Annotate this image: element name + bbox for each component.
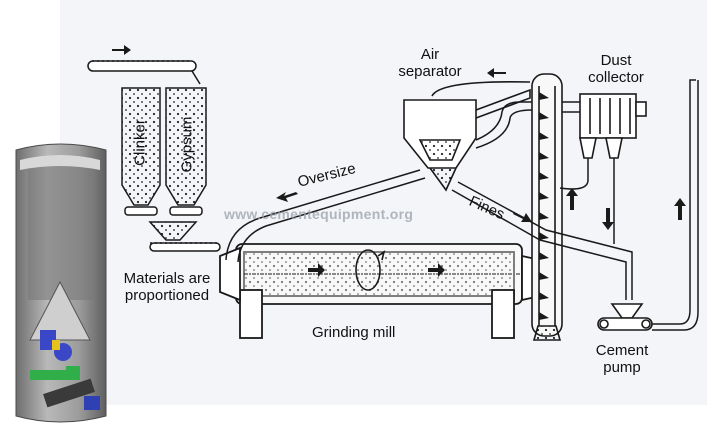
elevator-buckets [539, 92, 549, 320]
elevator-bucket [539, 232, 549, 240]
proportioning-feeders [124, 206, 221, 252]
air-separator-line1: Air [420, 46, 440, 63]
cement-pump-line1: Cement [595, 342, 649, 359]
watermark: www.cementequipment.org [224, 206, 414, 222]
fines-pipe [451, 181, 633, 300]
elevator-bucket [539, 92, 549, 100]
air-separator-label: Air separator [386, 46, 474, 80]
cement-transport-pipe [652, 79, 699, 331]
gypsum-hopper [165, 87, 207, 206]
dust-collector-line2: collector [588, 69, 644, 86]
elevator-bucket [539, 152, 549, 160]
elevator-bucket [539, 272, 549, 280]
cement-pump-label: Cement pump [584, 342, 660, 376]
silo-yellow-part [52, 340, 60, 350]
materials-label: Materials are proportioned [108, 270, 226, 304]
oversize-arrow [276, 192, 298, 202]
dust-collector-line1: Dust [600, 52, 632, 69]
elevator-bucket [539, 312, 549, 320]
elevator-bucket [539, 112, 549, 120]
bucket-elevator [531, 73, 563, 341]
cement-pump-line2: pump [603, 359, 641, 376]
materials-label-line2: proportioned [124, 287, 210, 304]
elevator-up-arrow [566, 188, 578, 210]
mill-flow-arrows [308, 263, 445, 277]
dust-collector-label: Dust collector [578, 52, 654, 86]
gypsum-label: Gypsum [178, 116, 196, 173]
mill-rotation-icon [355, 249, 386, 291]
silo-green-part [30, 370, 70, 380]
elevator-bucket [539, 132, 549, 140]
cement-up-arrow [674, 198, 686, 220]
cement-pump [597, 303, 653, 331]
dust-return-pipe [559, 158, 615, 244]
elevator-bucket [539, 292, 549, 300]
separator-duct [475, 101, 533, 149]
elevator-bucket [539, 192, 549, 200]
materials-label-line1: Materials are [123, 270, 211, 287]
separator-feed-arrow-left [487, 68, 506, 78]
clinker-label: Clinker [131, 119, 149, 166]
dust-down-arrow [602, 208, 614, 230]
air-separator [403, 80, 531, 192]
elevator-bucket [539, 212, 549, 220]
fines-arrow [513, 212, 532, 222]
dust-collector [562, 93, 647, 159]
oversize-return-pipe [225, 169, 426, 263]
clinker-hopper [121, 87, 161, 206]
elevator-bucket [539, 172, 549, 180]
grinding-mill-label: Grinding mill [312, 324, 396, 341]
silo-cutaway [15, 143, 107, 423]
elevator-bucket [539, 252, 549, 260]
feed-conveyor [87, 60, 201, 85]
feed-arrow-right [112, 45, 131, 55]
air-separator-line2: separator [398, 63, 462, 80]
